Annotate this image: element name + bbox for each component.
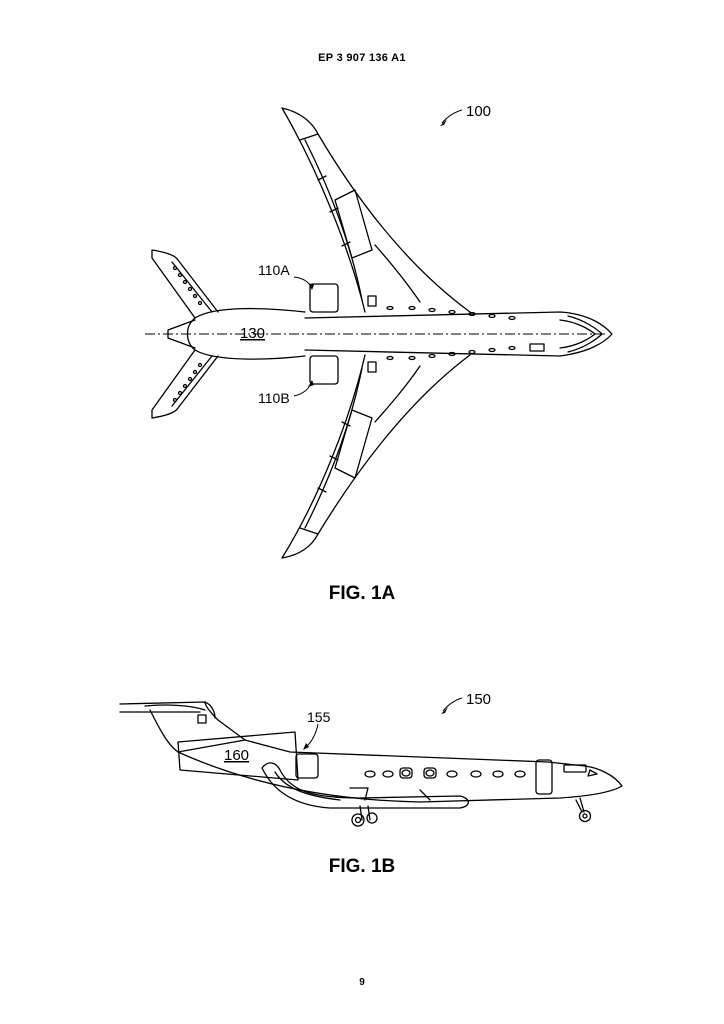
ref-150: 150 bbox=[466, 691, 491, 708]
vertical-tail bbox=[150, 702, 245, 752]
figure-1b-caption: FIG. 1B bbox=[0, 856, 724, 878]
ref-160: 160 bbox=[224, 747, 249, 764]
ref-155: 155 bbox=[307, 709, 331, 725]
page-number: 9 bbox=[0, 977, 724, 988]
cabin-windows bbox=[365, 768, 525, 778]
cabin-door bbox=[536, 760, 552, 794]
engine-inlet-155 bbox=[296, 754, 318, 778]
nose-landing-gear bbox=[576, 798, 584, 812]
